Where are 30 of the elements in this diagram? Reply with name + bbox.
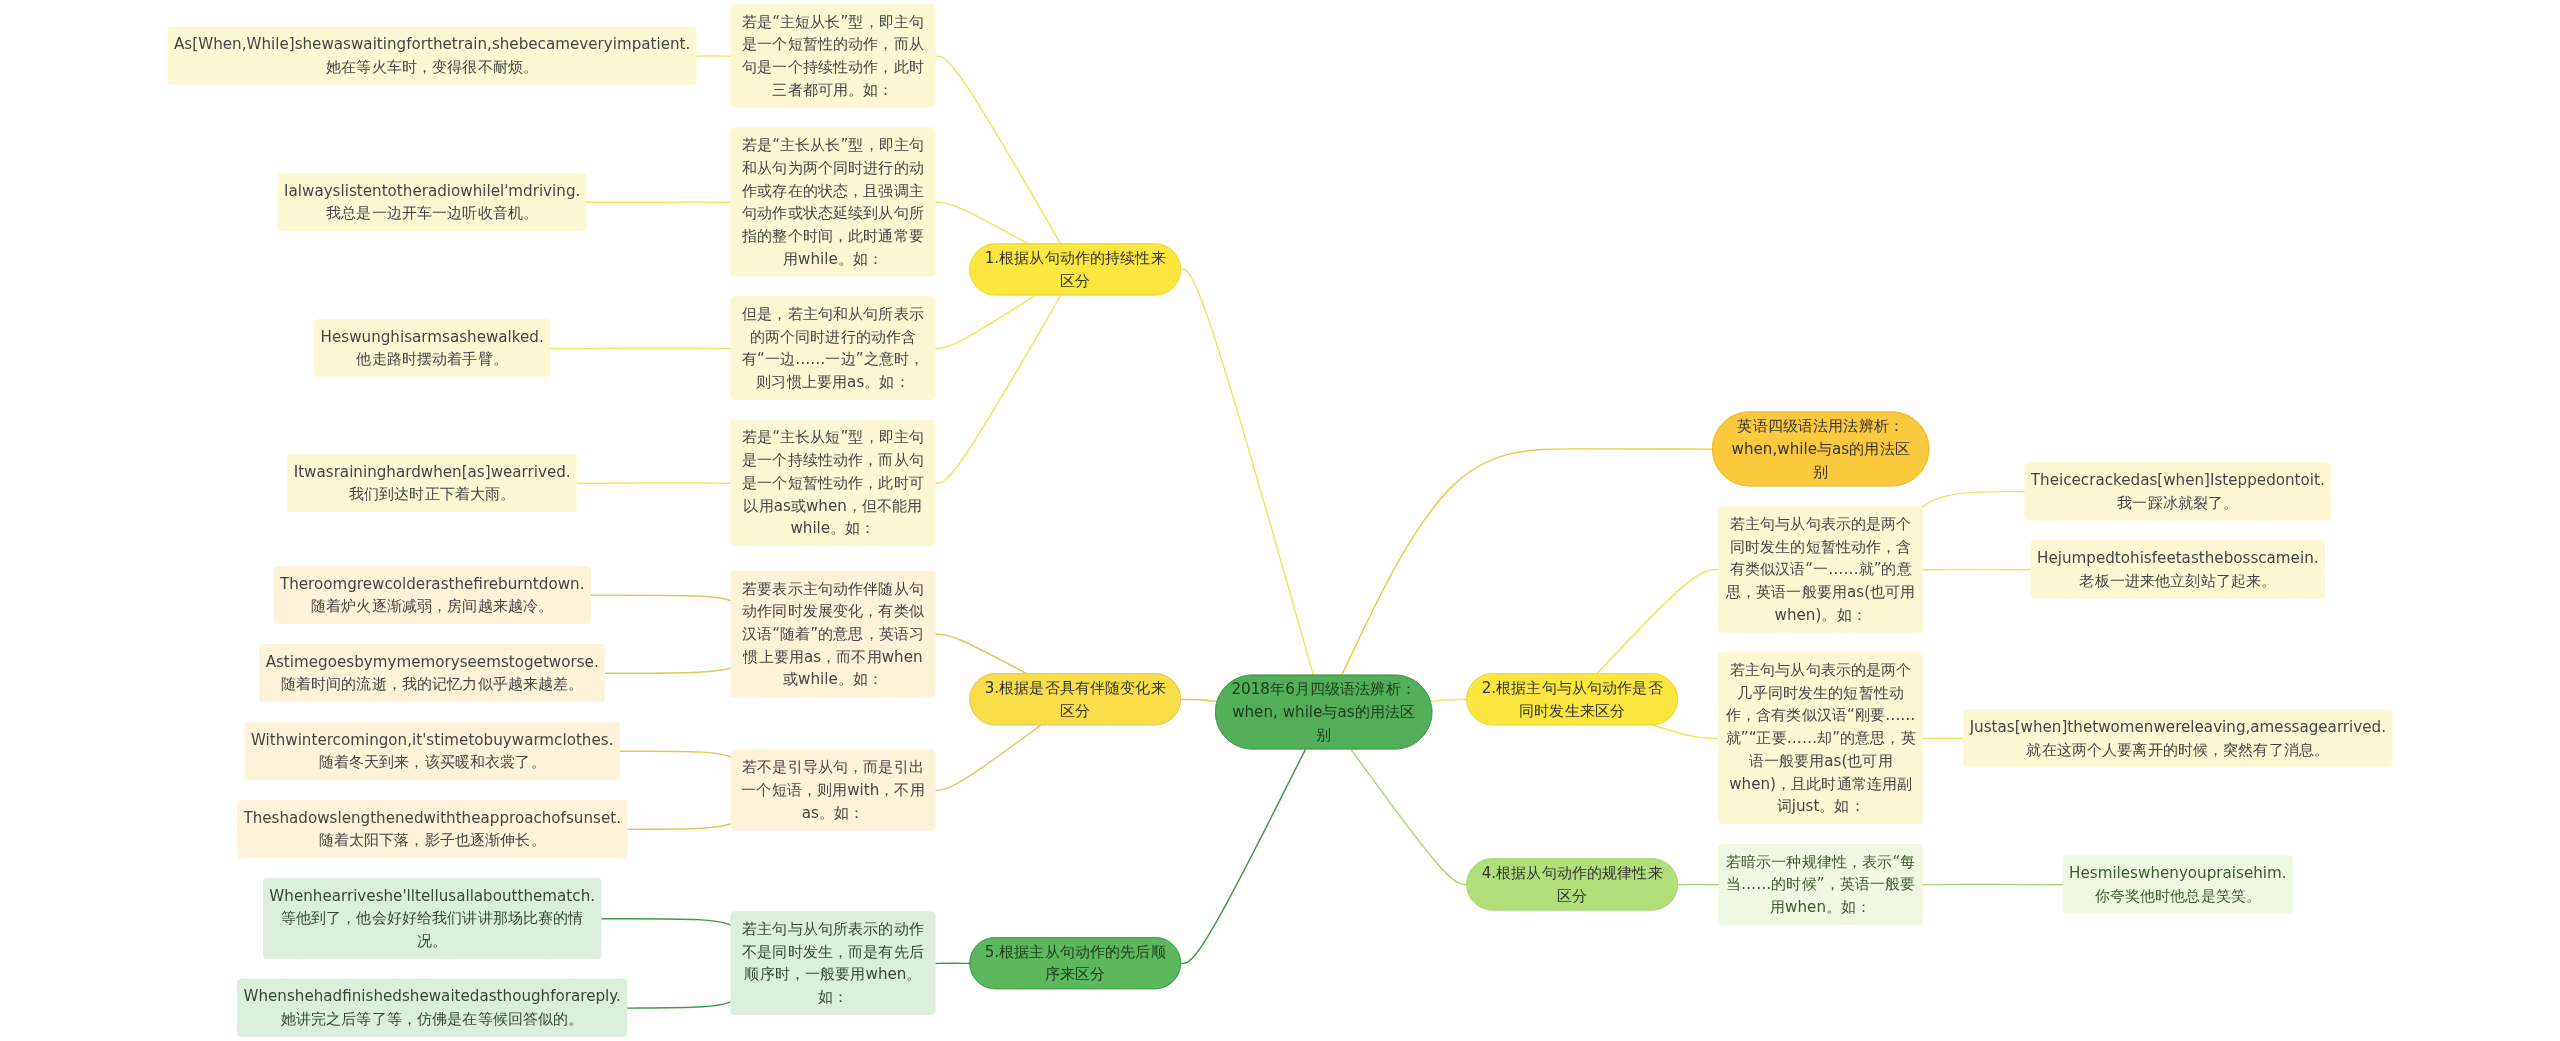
connector <box>1180 748 1307 965</box>
connector <box>934 962 971 965</box>
connector <box>1180 698 1219 703</box>
connector <box>626 1000 733 1009</box>
connector <box>934 201 1030 245</box>
connector <box>600 917 733 926</box>
connector <box>626 822 733 831</box>
connector <box>604 666 733 675</box>
connector <box>934 724 1042 792</box>
connector <box>1922 883 2065 886</box>
connector <box>1922 568 2033 571</box>
connector <box>589 594 733 602</box>
connector <box>1596 568 1720 675</box>
connector <box>1340 448 1714 677</box>
connector <box>1920 490 2027 509</box>
connector <box>1677 883 1720 886</box>
connector <box>549 347 733 350</box>
connector <box>934 294 1037 350</box>
connector <box>1922 737 1965 740</box>
connector <box>576 482 733 484</box>
connector <box>934 633 1028 675</box>
connector <box>1652 724 1720 740</box>
connector <box>1350 748 1468 886</box>
connector <box>695 55 733 57</box>
connector <box>585 201 733 204</box>
connector <box>1180 268 1315 677</box>
connector <box>934 55 1062 245</box>
connector <box>1429 698 1468 703</box>
connector <box>618 750 733 758</box>
connector <box>934 294 1062 484</box>
